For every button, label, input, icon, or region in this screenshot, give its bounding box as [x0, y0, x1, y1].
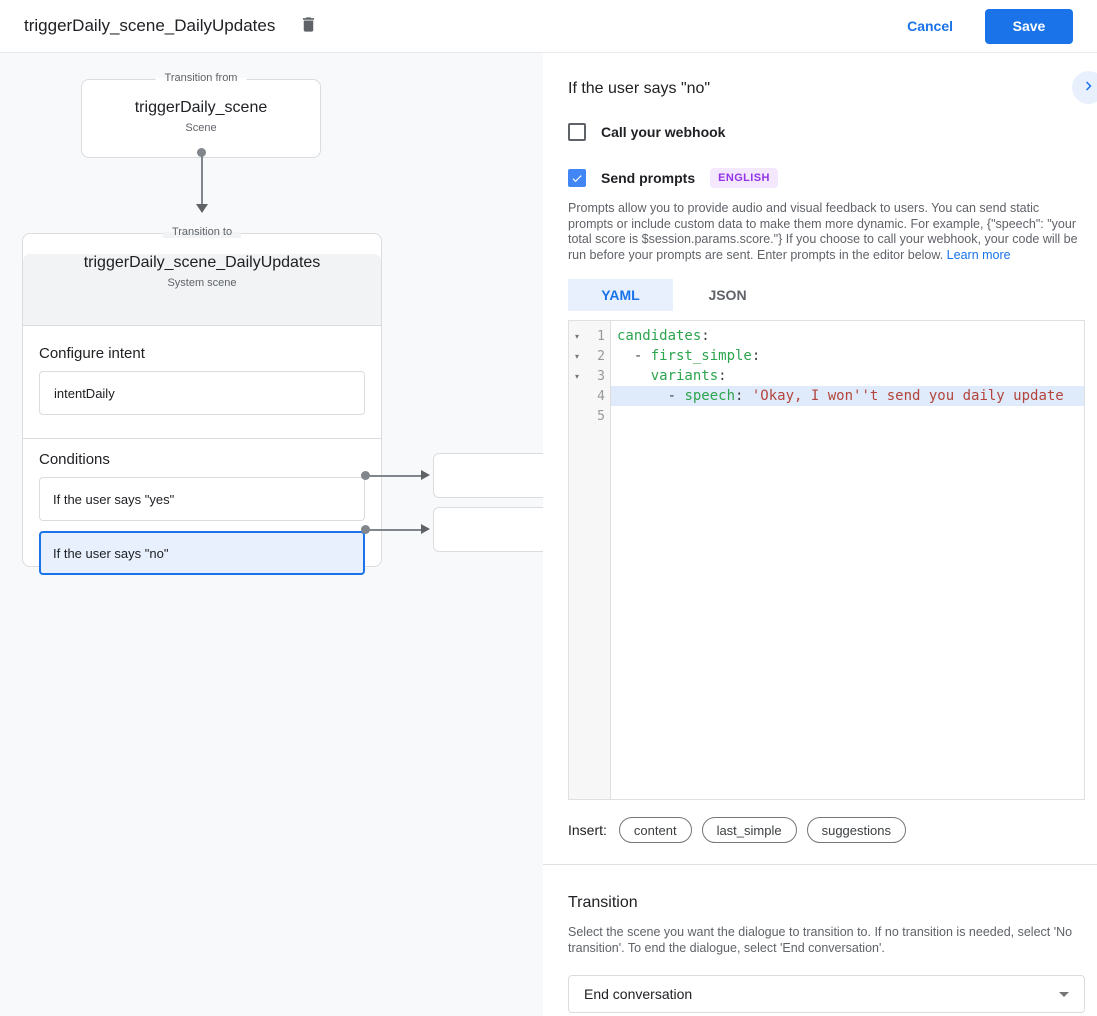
insert-chip-suggestions[interactable]: suggestions	[806, 817, 906, 844]
line-number: 5	[597, 408, 605, 424]
gutter-line: ▾2	[569, 346, 610, 366]
insert-label: Insert:	[568, 822, 607, 839]
send-prompts-label: Send prompts	[601, 170, 696, 186]
section-divider	[543, 864, 1097, 866]
tab-yaml[interactable]: YAML	[568, 279, 673, 312]
caret-down-icon	[1059, 991, 1069, 997]
code-line[interactable]: - speech: 'Okay, I won''t send you daily…	[611, 386, 1084, 407]
transition-select[interactable]: End conversation	[568, 975, 1085, 1014]
code-line[interactable]: - first_simple:	[617, 348, 761, 365]
condition-item[interactable]: If the user says "yes"	[39, 477, 365, 521]
insert-chip-last_simple[interactable]: last_simple	[701, 817, 797, 844]
transition-from-label: Transition from	[155, 72, 247, 84]
condition-connector	[361, 524, 433, 535]
app-header: triggerDaily_scene_DailyUpdates Cancel S…	[0, 0, 1097, 53]
insert-row: Insert: content last_simple suggestions	[568, 817, 1085, 844]
insert-chip-content[interactable]: content	[618, 817, 692, 844]
scene-card-header: triggerDaily_scene_DailyUpdates System s…	[23, 254, 381, 326]
gutter-line: 5	[569, 406, 610, 426]
line-number: 1	[597, 328, 605, 344]
intent-field[interactable]: intentDaily	[39, 371, 365, 415]
send-prompts-checkbox[interactable]	[568, 169, 586, 187]
code-line[interactable]: variants:	[650, 368, 727, 385]
to-node-title: triggerDaily_scene_DailyUpdates	[83, 254, 321, 271]
conditions-heading: Conditions	[39, 451, 110, 468]
connector-dot	[361, 525, 370, 534]
webhook-checkbox[interactable]	[568, 123, 586, 141]
from-node-title: triggerDaily_scene	[134, 99, 268, 116]
from-node-subtitle: Scene	[185, 122, 217, 134]
flow-arrow-down	[195, 148, 208, 214]
arrow-origin-dot	[197, 148, 206, 157]
arrow-head-icon	[195, 204, 208, 213]
prompts-description: Prompts allow you to provide audio and v…	[568, 201, 1078, 262]
chevron-right-icon	[1080, 77, 1097, 98]
connector-arrow-icon	[421, 470, 430, 480]
code-line[interactable]	[611, 406, 1084, 426]
fold-arrow-icon[interactable]: ▾	[574, 331, 579, 341]
page-title: triggerDaily_scene_DailyUpdates	[24, 16, 276, 35]
to-node-subtitle: System scene	[167, 277, 237, 289]
conditions-list: If the user says "yes" If the user says "…	[39, 477, 365, 575]
transition-heading: Transition	[568, 894, 638, 912]
connector-arrow-icon	[421, 524, 430, 534]
line-number: 4	[597, 388, 605, 404]
configure-intent-heading: Configure intent	[39, 345, 145, 362]
line-number: 2	[597, 348, 605, 364]
language-badge: ENGLISH	[710, 168, 778, 188]
fold-arrow-icon[interactable]: ▾	[574, 371, 579, 381]
gutter-line: ▾1	[569, 326, 610, 346]
transition-target-box[interactable]	[433, 453, 543, 498]
code-line[interactable]: candidates:	[617, 328, 710, 345]
save-button[interactable]: Save	[985, 8, 1073, 44]
transition-to-label: Transition to	[162, 226, 242, 238]
transition-target-box[interactable]	[433, 507, 543, 552]
trash-icon	[299, 15, 318, 37]
learn-more-link[interactable]: Learn more	[946, 247, 1011, 262]
delete-button[interactable]	[295, 11, 322, 41]
connector-dot	[361, 471, 370, 480]
tab-json[interactable]: JSON	[675, 279, 780, 311]
transition-to-card: Transition to triggerDaily_scene_DailyUp…	[22, 226, 382, 575]
webhook-label: Call your webhook	[601, 124, 726, 140]
gutter-line: ▾3	[569, 366, 610, 386]
condition-item[interactable]: If the user says "no"	[39, 531, 365, 575]
fold-arrow-icon[interactable]: ▾	[574, 351, 579, 361]
detail-panel: If the user says "no" Call your webhook …	[543, 53, 1097, 1016]
collapse-panel-button[interactable]	[1072, 71, 1097, 104]
transition-description: Select the scene you want the dialogue t…	[568, 925, 1073, 956]
transition-from-node[interactable]: Transition from triggerDaily_scene Scene	[81, 72, 321, 158]
cancel-button[interactable]: Cancel	[907, 18, 953, 34]
line-number: 3	[597, 368, 605, 384]
insert-chips: content last_simple suggestions	[607, 817, 906, 844]
select-value: End conversation	[584, 986, 693, 1003]
condition-connector	[361, 470, 433, 481]
flow-canvas: Transition from triggerDaily_scene Scene…	[0, 53, 543, 1016]
panel-title: If the user says "no"	[568, 80, 711, 97]
gutter-line: 4	[569, 386, 610, 406]
editor-code-area[interactable]: candidates: - first_simple: variants: - …	[611, 321, 1084, 799]
